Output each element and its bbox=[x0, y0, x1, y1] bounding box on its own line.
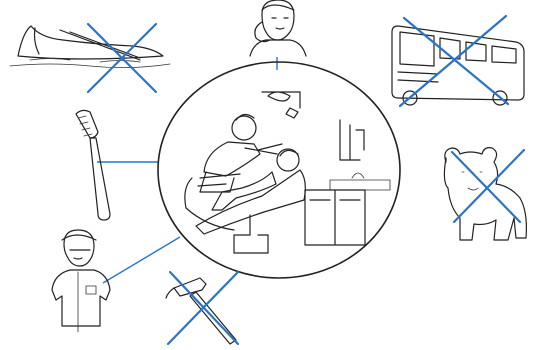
boy-toothache-icon bbox=[250, 0, 306, 56]
dentist-chair-icon bbox=[185, 92, 390, 253]
connector-lines bbox=[97, 57, 277, 283]
cross-mark-canoe bbox=[88, 24, 156, 92]
cross-mark-hammer bbox=[168, 272, 238, 344]
bus-icon bbox=[392, 26, 524, 105]
dentist-scene bbox=[158, 62, 400, 278]
connector-assistant bbox=[103, 237, 180, 283]
center-circle bbox=[158, 62, 400, 278]
toothbrush-icon bbox=[76, 110, 110, 220]
cross-mark-bear bbox=[452, 150, 524, 222]
canoe-icon bbox=[10, 26, 170, 68]
dental-assistant-icon bbox=[52, 230, 110, 332]
